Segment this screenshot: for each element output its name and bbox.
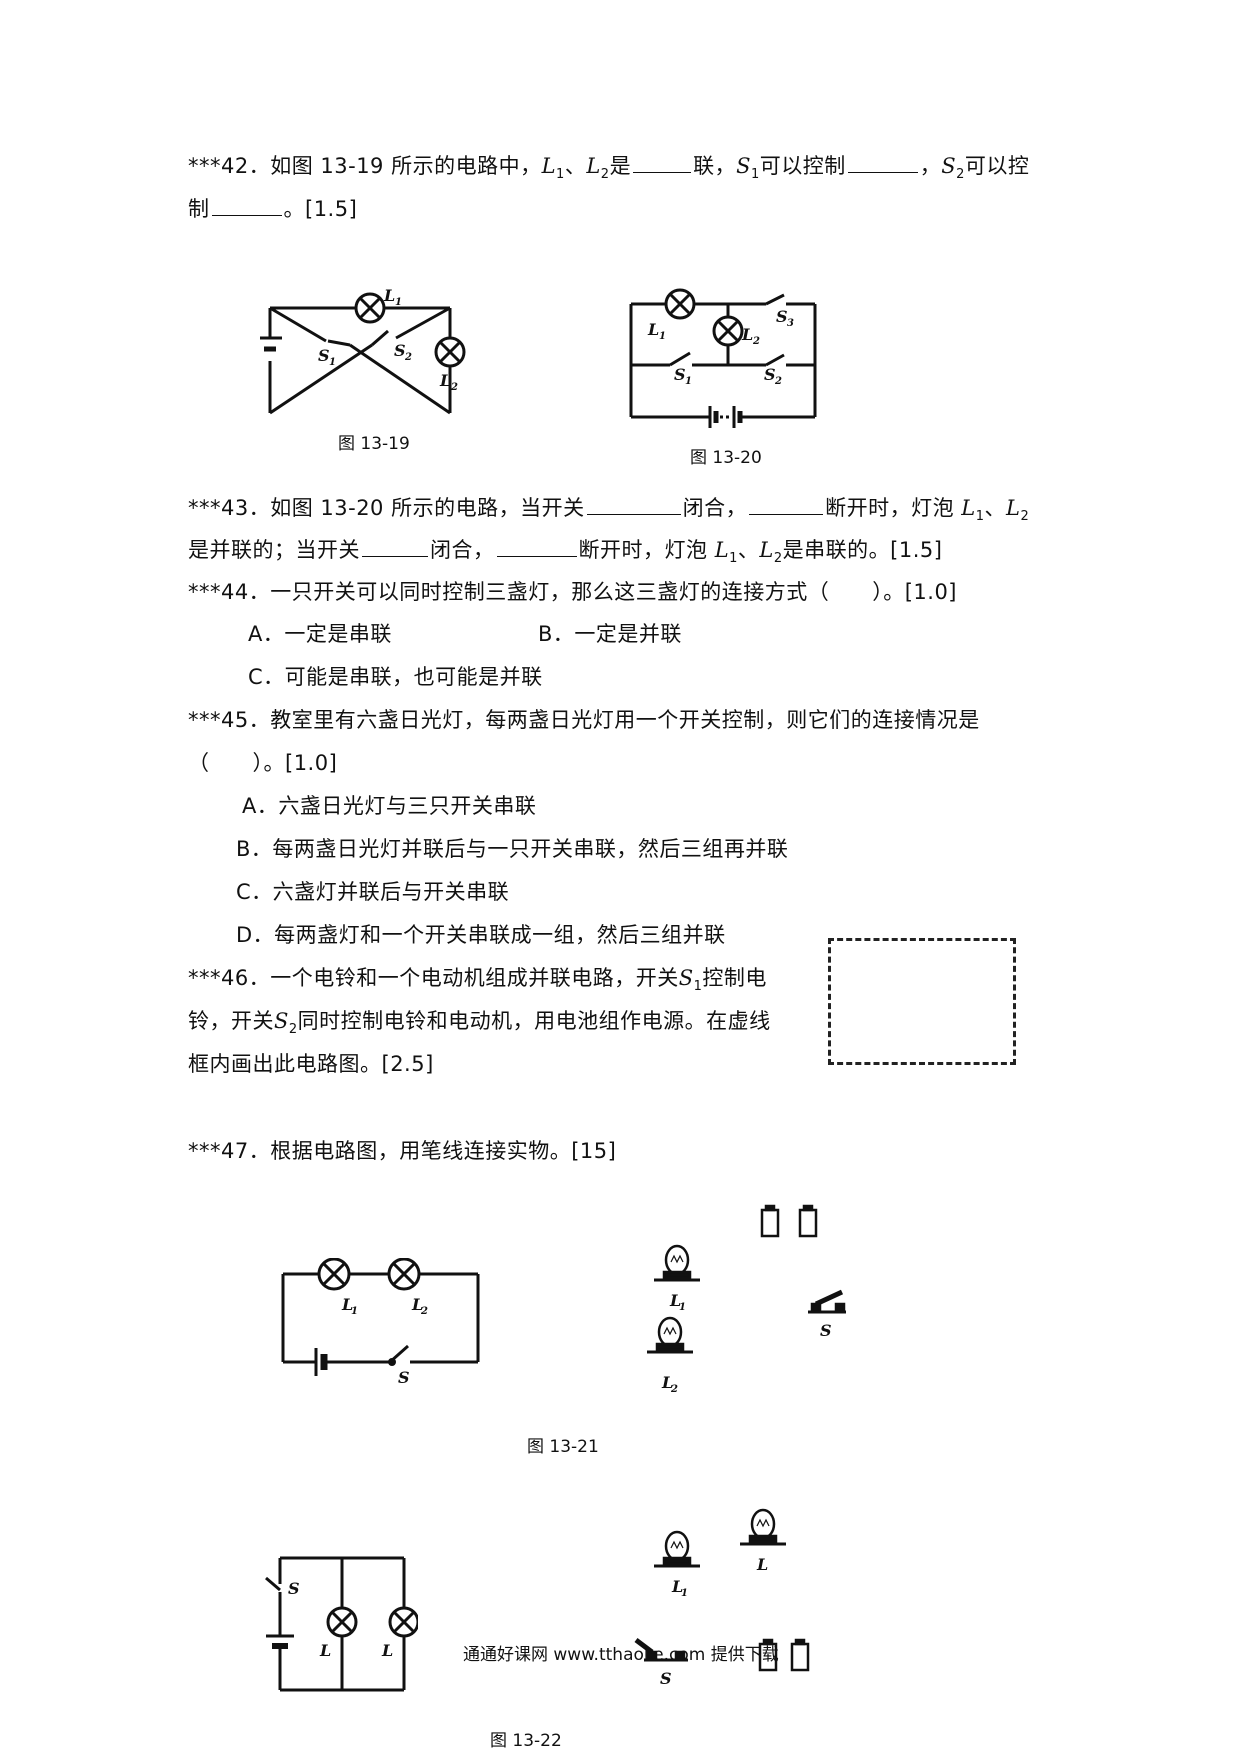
svg-text:2: 2	[670, 1384, 678, 1395]
battery-icon	[790, 1638, 810, 1672]
svg-text:2: 2	[752, 336, 760, 347]
svg-text:L: L	[661, 1373, 673, 1392]
q43-blank-2[interactable]	[749, 492, 824, 515]
svg-text:1: 1	[679, 1302, 686, 1313]
q42-line2: 制。[1.5]	[188, 193, 357, 224]
svg-text:L: L	[411, 1295, 423, 1314]
q43-blank-4[interactable]	[496, 534, 577, 557]
svg-text:L: L	[647, 320, 659, 339]
svg-text:S: S	[674, 365, 686, 384]
figure-13-21-caption: 图 13-21	[527, 1437, 599, 1457]
svg-text:L: L	[756, 1555, 768, 1574]
q47-text: ***47．根据电路图，用笔线连接实物。[15]	[188, 1139, 617, 1163]
svg-text:L: L	[741, 325, 753, 344]
q45-line2: （ ）。[1.0]	[188, 751, 338, 775]
svg-text:L: L	[341, 1295, 353, 1314]
q43-blank-3[interactable]	[362, 534, 428, 557]
q42-line1: ***42．如图 13-19 所示的电路中，L1、L2是联，S1可以控制，S2可…	[188, 150, 1029, 190]
bulb-icon	[647, 1316, 693, 1354]
svg-text:S: S	[288, 1579, 300, 1598]
bulb-icon	[654, 1530, 700, 1568]
svg-text:3: 3	[787, 318, 794, 329]
svg-text:2: 2	[450, 382, 458, 393]
q43-line1: ***43．如图 13-20 所示的电路，当开关闭合，断开时，灯泡 L1、L2	[188, 492, 1029, 532]
svg-text:L: L	[439, 371, 451, 390]
q44-option-c[interactable]: C．可能是串联，也可能是并联	[248, 665, 543, 689]
svg-text:S: S	[394, 341, 406, 360]
q44-option-b[interactable]: B．一定是并联	[538, 622, 682, 646]
q46-line1: ***46．一个电铃和一个电动机组成并联电路，开关S1控制电	[188, 966, 767, 995]
svg-text:2: 2	[774, 376, 782, 387]
svg-text:1: 1	[659, 331, 666, 342]
battery-icon	[798, 1204, 818, 1238]
svg-text:L: L	[671, 1577, 683, 1596]
q43-blank-1[interactable]	[586, 492, 681, 515]
q42-blank-3[interactable]	[211, 193, 282, 216]
q42-blank-1[interactable]	[633, 150, 692, 173]
svg-text:L: L	[383, 286, 395, 305]
q42-blank-2[interactable]	[847, 150, 918, 173]
svg-text:1: 1	[395, 297, 402, 308]
svg-text:1: 1	[681, 1588, 688, 1599]
figure-13-20-caption: 图 13-20	[690, 448, 762, 468]
q45-option-d[interactable]: D．每两盏灯和一个开关串联成一组，然后三组并联	[236, 923, 726, 947]
q45-option-b[interactable]: B．每两盏日光灯并联后与一只开关串联，然后三组再并联	[236, 837, 789, 861]
figure-13-22-circuit: S L L	[265, 1556, 418, 1692]
q46-line2: 铃，开关S2同时控制电铃和电动机，用电池组作电源。在虚线	[188, 1009, 771, 1038]
svg-text:1: 1	[329, 357, 336, 368]
svg-text:2: 2	[404, 352, 412, 363]
figure-13-19-caption: 图 13-19	[338, 434, 410, 454]
svg-text:L: L	[669, 1291, 681, 1310]
q44-text: ***44．一只开关可以同时控制三盏灯，那么这三盏灯的连接方式（ ）。[1.0]	[188, 580, 958, 604]
figure-13-21-objects: L 1 S L 2	[647, 1204, 846, 1395]
svg-text:1: 1	[685, 376, 692, 387]
q45-line1: ***45．教室里有六盏日光灯，每两盏日光灯用一个开关控制，则它们的连接情况是	[188, 708, 980, 732]
svg-text:S: S	[398, 1368, 410, 1387]
q43-line2: 是并联的；当开关闭合，断开时，灯泡 L1、L2是串联的。[1.5]	[188, 534, 942, 574]
battery-icon	[758, 1638, 778, 1672]
svg-text:S: S	[660, 1669, 672, 1688]
bulb-icon	[654, 1244, 700, 1282]
svg-text:S: S	[764, 365, 776, 384]
svg-text:L: L	[381, 1641, 393, 1660]
watermark-text: 通通好课网 www.tthaoke.com 提供下载	[463, 1645, 779, 1665]
q46-line3: 框内画出此电路图。[2.5]	[188, 1052, 434, 1076]
svg-text:S: S	[776, 307, 788, 326]
svg-text:1: 1	[351, 1306, 358, 1317]
switch-icon	[634, 1638, 688, 1662]
svg-text:L: L	[319, 1641, 331, 1660]
figure-13-19-circuit: L 1 S 1 S 2 L 2	[260, 286, 466, 415]
bulb-icon	[740, 1508, 786, 1546]
figure-13-22-objects: L L 1 S	[634, 1508, 810, 1688]
svg-text:S: S	[318, 346, 330, 365]
answer-drawing-box[interactable]	[828, 938, 1016, 1065]
q45-option-a[interactable]: A．六盏日光灯与三只开关串联	[242, 794, 537, 818]
figure-13-22-caption: 图 13-22	[490, 1731, 562, 1751]
q44-option-a[interactable]: A．一定是串联	[248, 622, 392, 646]
svg-text:S: S	[820, 1321, 832, 1340]
svg-text:2: 2	[420, 1306, 428, 1317]
q45-option-c[interactable]: C．六盏灯并联后与开关串联	[236, 880, 510, 904]
figure-13-21-circuit: L 1 L 2 S	[281, 1258, 480, 1387]
switch-icon	[808, 1289, 846, 1314]
figure-13-20-circuit: L 1 L 2 S 1 S 2 S 3	[629, 288, 817, 428]
battery-icon	[760, 1204, 780, 1238]
